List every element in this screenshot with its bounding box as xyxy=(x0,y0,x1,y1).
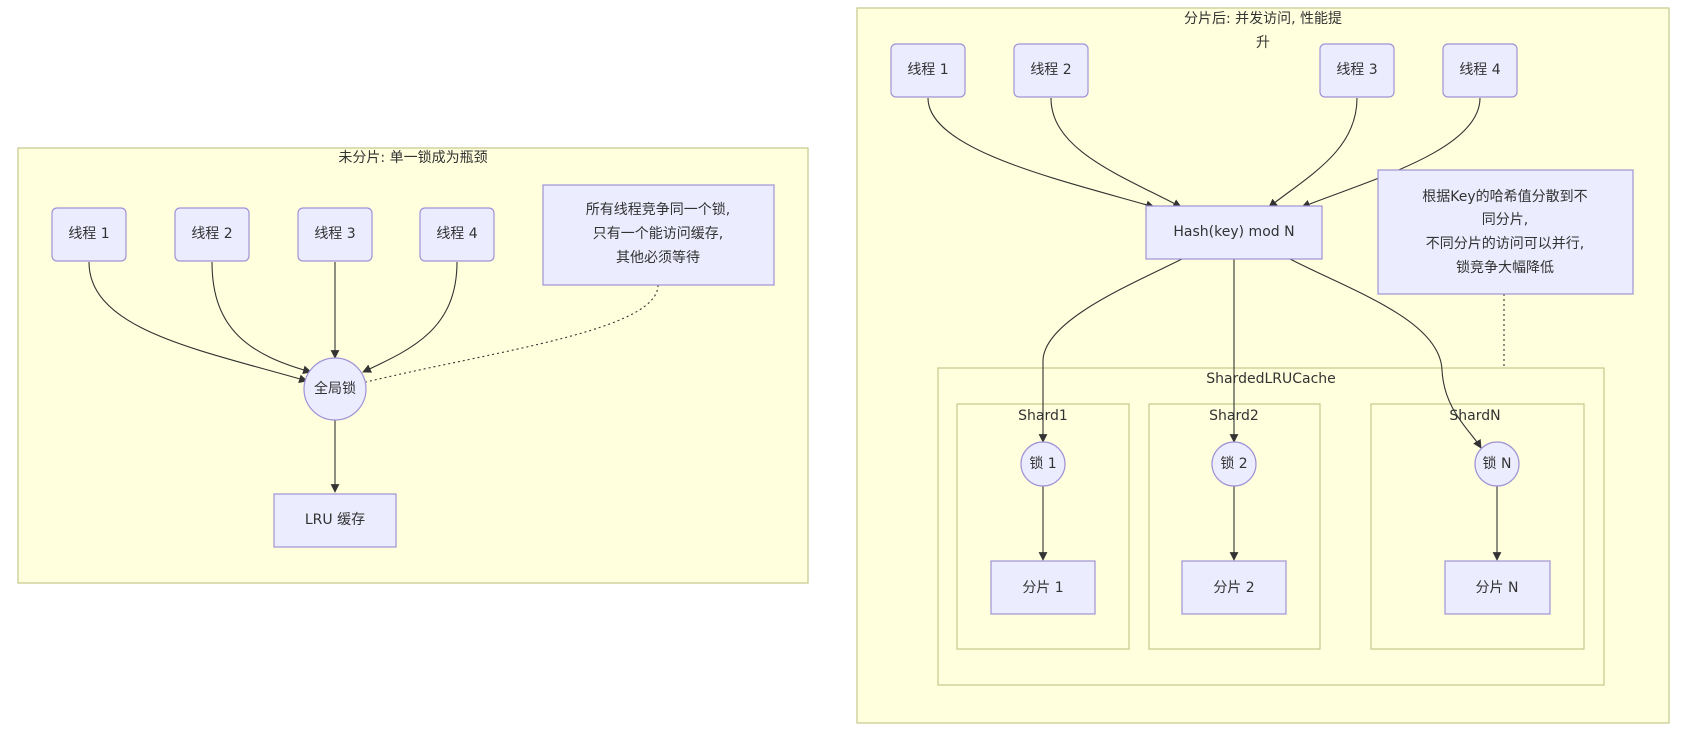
right-cluster: 分片后: 并发访问, 性能提 升 ShardedLRUCache Shard1 … xyxy=(856,7,1670,724)
edge-thread2-lock xyxy=(211,261,312,375)
left-thread-1: 线程 1 xyxy=(51,207,127,262)
shard2-lock-node: 锁 2 xyxy=(1211,441,1257,487)
svg-text:线程 2: 线程 2 xyxy=(1030,62,1071,78)
edge-thread1-lock xyxy=(88,261,308,384)
right-thread-2: 线程 2 xyxy=(1013,43,1089,98)
svg-text:只有一个能访问缓存,: 只有一个能访问缓存, xyxy=(593,226,723,242)
svg-text:分片 1: 分片 1 xyxy=(1022,580,1063,596)
right-cluster-title: 分片后: 并发访问, 性能提 xyxy=(1184,11,1342,27)
edge-note-lock xyxy=(365,284,659,383)
edge-hash-lock1 xyxy=(1038,258,1183,443)
left-thread-4: 线程 4 xyxy=(419,207,495,262)
shardn-part-node: 分片 N xyxy=(1444,560,1551,615)
svg-text:根据Key的哈希值分散到不: 根据Key的哈希值分散到不 xyxy=(1422,189,1587,205)
svg-text:不同分片的访问可以并行,: 不同分片的访问可以并行, xyxy=(1426,236,1584,252)
svg-text:线程 1: 线程 1 xyxy=(907,62,948,78)
svg-text:其他必须等待: 其他必须等待 xyxy=(616,249,700,266)
svg-text:分片 2: 分片 2 xyxy=(1213,580,1254,596)
right-note: 根据Key的哈希值分散到不 同分片, 不同分片的访问可以并行, 锁竞争大幅降低 xyxy=(1377,169,1634,295)
left-cluster-title: 未分片: 单一锁成为瓶颈 xyxy=(338,150,487,166)
svg-text:锁 1: 锁 1 xyxy=(1029,456,1056,472)
global-lock-node: 全局锁 xyxy=(303,357,367,421)
hash-mod-node: Hash(key) mod N xyxy=(1145,205,1323,260)
edge-rthread1-hash xyxy=(927,97,1155,210)
left-note: 所有线程竞争同一个锁, 只有一个能访问缓存, 其他必须等待 xyxy=(542,184,775,286)
right-thread-1: 线程 1 xyxy=(890,43,966,98)
edge-thread4-lock xyxy=(362,261,458,373)
right-thread-4: 线程 4 xyxy=(1442,43,1518,98)
shard2-part-node: 分片 2 xyxy=(1181,560,1287,615)
edge-rthread4-hash xyxy=(1301,97,1481,209)
svg-text:全局锁: 全局锁 xyxy=(314,380,356,397)
svg-text:线程 4: 线程 4 xyxy=(436,226,477,242)
svg-text:锁竞争大幅降低: 锁竞争大幅降低 xyxy=(1456,259,1554,276)
svg-text:同分片,: 同分片, xyxy=(1482,212,1528,228)
svg-text:线程 3: 线程 3 xyxy=(1336,62,1377,78)
svg-text:线程 2: 线程 2 xyxy=(191,226,232,242)
edge-rthread2-hash xyxy=(1050,97,1182,208)
svg-text:LRU 缓存: LRU 缓存 xyxy=(305,512,365,528)
svg-text:锁 N: 锁 N xyxy=(1483,456,1512,472)
svg-text:分片 N: 分片 N xyxy=(1476,580,1519,596)
left-cluster: 未分片: 单一锁成为瓶颈 线程 1 线程 2 线程 3 线程 4 所有线程竞争同… xyxy=(17,147,809,584)
svg-text:线程 3: 线程 3 xyxy=(314,226,355,242)
shardn-lock-node: 锁 N xyxy=(1474,441,1520,487)
right-cluster-title-line2: 升 xyxy=(1256,35,1270,51)
svg-text:锁 2: 锁 2 xyxy=(1220,456,1247,472)
edge-rthread3-hash xyxy=(1268,97,1358,208)
shardn-title: ShardN xyxy=(1449,408,1500,424)
edge-hash-lockn xyxy=(1289,258,1482,449)
svg-text:所有线程竞争同一个锁,: 所有线程竞争同一个锁, xyxy=(586,201,730,218)
left-thread-2: 线程 2 xyxy=(174,207,250,262)
svg-text:Hash(key) mod N: Hash(key) mod N xyxy=(1173,224,1294,240)
shard1-lock-node: 锁 1 xyxy=(1020,441,1066,487)
svg-text:线程 4: 线程 4 xyxy=(1459,62,1500,78)
sharded-lru-cache-title: ShardedLRUCache xyxy=(1206,371,1336,387)
shard1-part-node: 分片 1 xyxy=(990,560,1096,615)
left-thread-3: 线程 3 xyxy=(297,207,373,262)
lru-cache-node: LRU 缓存 xyxy=(273,493,397,548)
svg-text:线程 1: 线程 1 xyxy=(68,226,109,242)
right-thread-3: 线程 3 xyxy=(1319,43,1395,98)
